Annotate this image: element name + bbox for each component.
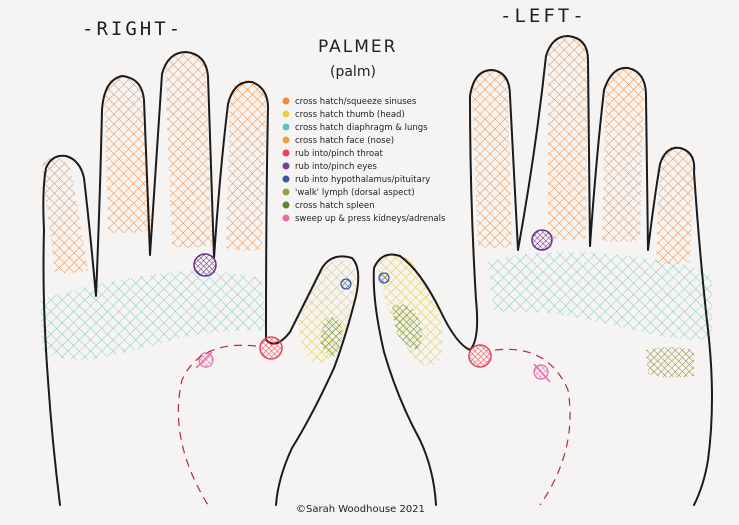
right-hand <box>40 51 360 506</box>
legend-item: cross hatch diaphragm & lungs <box>282 123 428 133</box>
legend-item: rub into/pinch eyes <box>282 162 378 172</box>
left-hand <box>372 35 713 506</box>
left-kidney-sweep <box>494 348 571 506</box>
left-hand-label: -LEFT- <box>500 5 587 27</box>
diagram-title: PALMER <box>318 37 398 57</box>
right-spleen-zone <box>320 317 343 358</box>
left-pituitary-point <box>378 272 390 284</box>
left-hand-outline <box>372 35 713 506</box>
right-throat-point <box>259 336 283 360</box>
right-kidney-point <box>195 351 214 369</box>
legend-item: rub into/pinch throat <box>282 149 383 159</box>
legend-label: cross hatch thumb (head) <box>295 110 405 120</box>
left-eyes-point <box>531 229 553 251</box>
left-ring-finger-zone <box>602 67 644 242</box>
legend-label: cross hatch diaphragm & lungs <box>295 123 428 133</box>
legend-label: sweep up & press kidneys/adrenals <box>295 214 446 224</box>
legend-item: rub into hypothalamus/pituitary <box>282 175 430 185</box>
right-hand-label: -RIGHT- <box>82 18 183 40</box>
legend-swatch <box>282 97 290 105</box>
left-index-finger-zone <box>472 70 512 248</box>
left-little-finger-zone <box>656 146 694 264</box>
left-kidney-point <box>533 363 551 383</box>
legend-swatch <box>282 110 290 118</box>
left-spleen-zone <box>646 347 694 378</box>
legend-swatch <box>282 201 290 209</box>
legend-swatch <box>282 162 290 170</box>
right-middle-finger-zone <box>165 52 212 248</box>
legend-label: rub into hypothalamus/pituitary <box>295 175 430 185</box>
right-hand-outline <box>42 51 360 506</box>
legend-item: 'walk' lymph (dorsal aspect) <box>282 188 415 198</box>
diagram-subtitle: (palm) <box>330 64 376 80</box>
right-little-finger-zone <box>41 157 88 274</box>
right-index-finger-zone <box>226 79 266 251</box>
legend-swatch <box>282 188 290 196</box>
legend: cross hatch/squeeze sinuses cross hatch t… <box>282 97 446 224</box>
legend-item: cross hatch thumb (head) <box>282 110 405 120</box>
legend-swatch <box>282 175 290 183</box>
legend-label: cross hatch/squeeze sinuses <box>295 97 417 107</box>
copyright-credit: ©Sarah Woodhouse 2021 <box>296 504 425 515</box>
legend-label: cross hatch face (nose) <box>295 136 394 146</box>
legend-item: sweep up & press kidneys/adrenals <box>282 214 446 224</box>
legend-item: cross hatch/squeeze sinuses <box>282 97 417 107</box>
right-ring-finger-zone <box>104 76 152 234</box>
left-lung-zone <box>488 251 712 340</box>
legend-item: cross hatch spleen <box>282 201 374 211</box>
legend-swatch <box>282 123 290 131</box>
legend-swatch <box>282 214 290 222</box>
right-eyes-point <box>193 253 217 277</box>
legend-item: cross hatch face (nose) <box>282 136 394 146</box>
right-kidney-sweep <box>177 344 257 506</box>
left-middle-finger-zone <box>548 36 588 240</box>
legend-label: rub into/pinch eyes <box>295 162 378 172</box>
left-lymph-zone <box>392 304 422 350</box>
legend-label: cross hatch spleen <box>295 201 374 211</box>
legend-swatch <box>282 149 290 157</box>
left-throat-point <box>468 344 492 368</box>
legend-label: 'walk' lymph (dorsal aspect) <box>295 188 415 198</box>
legend-swatch <box>282 136 290 144</box>
right-lung-zone <box>40 270 266 361</box>
right-pituitary-point <box>340 278 352 290</box>
legend-label: rub into/pinch throat <box>295 149 383 159</box>
